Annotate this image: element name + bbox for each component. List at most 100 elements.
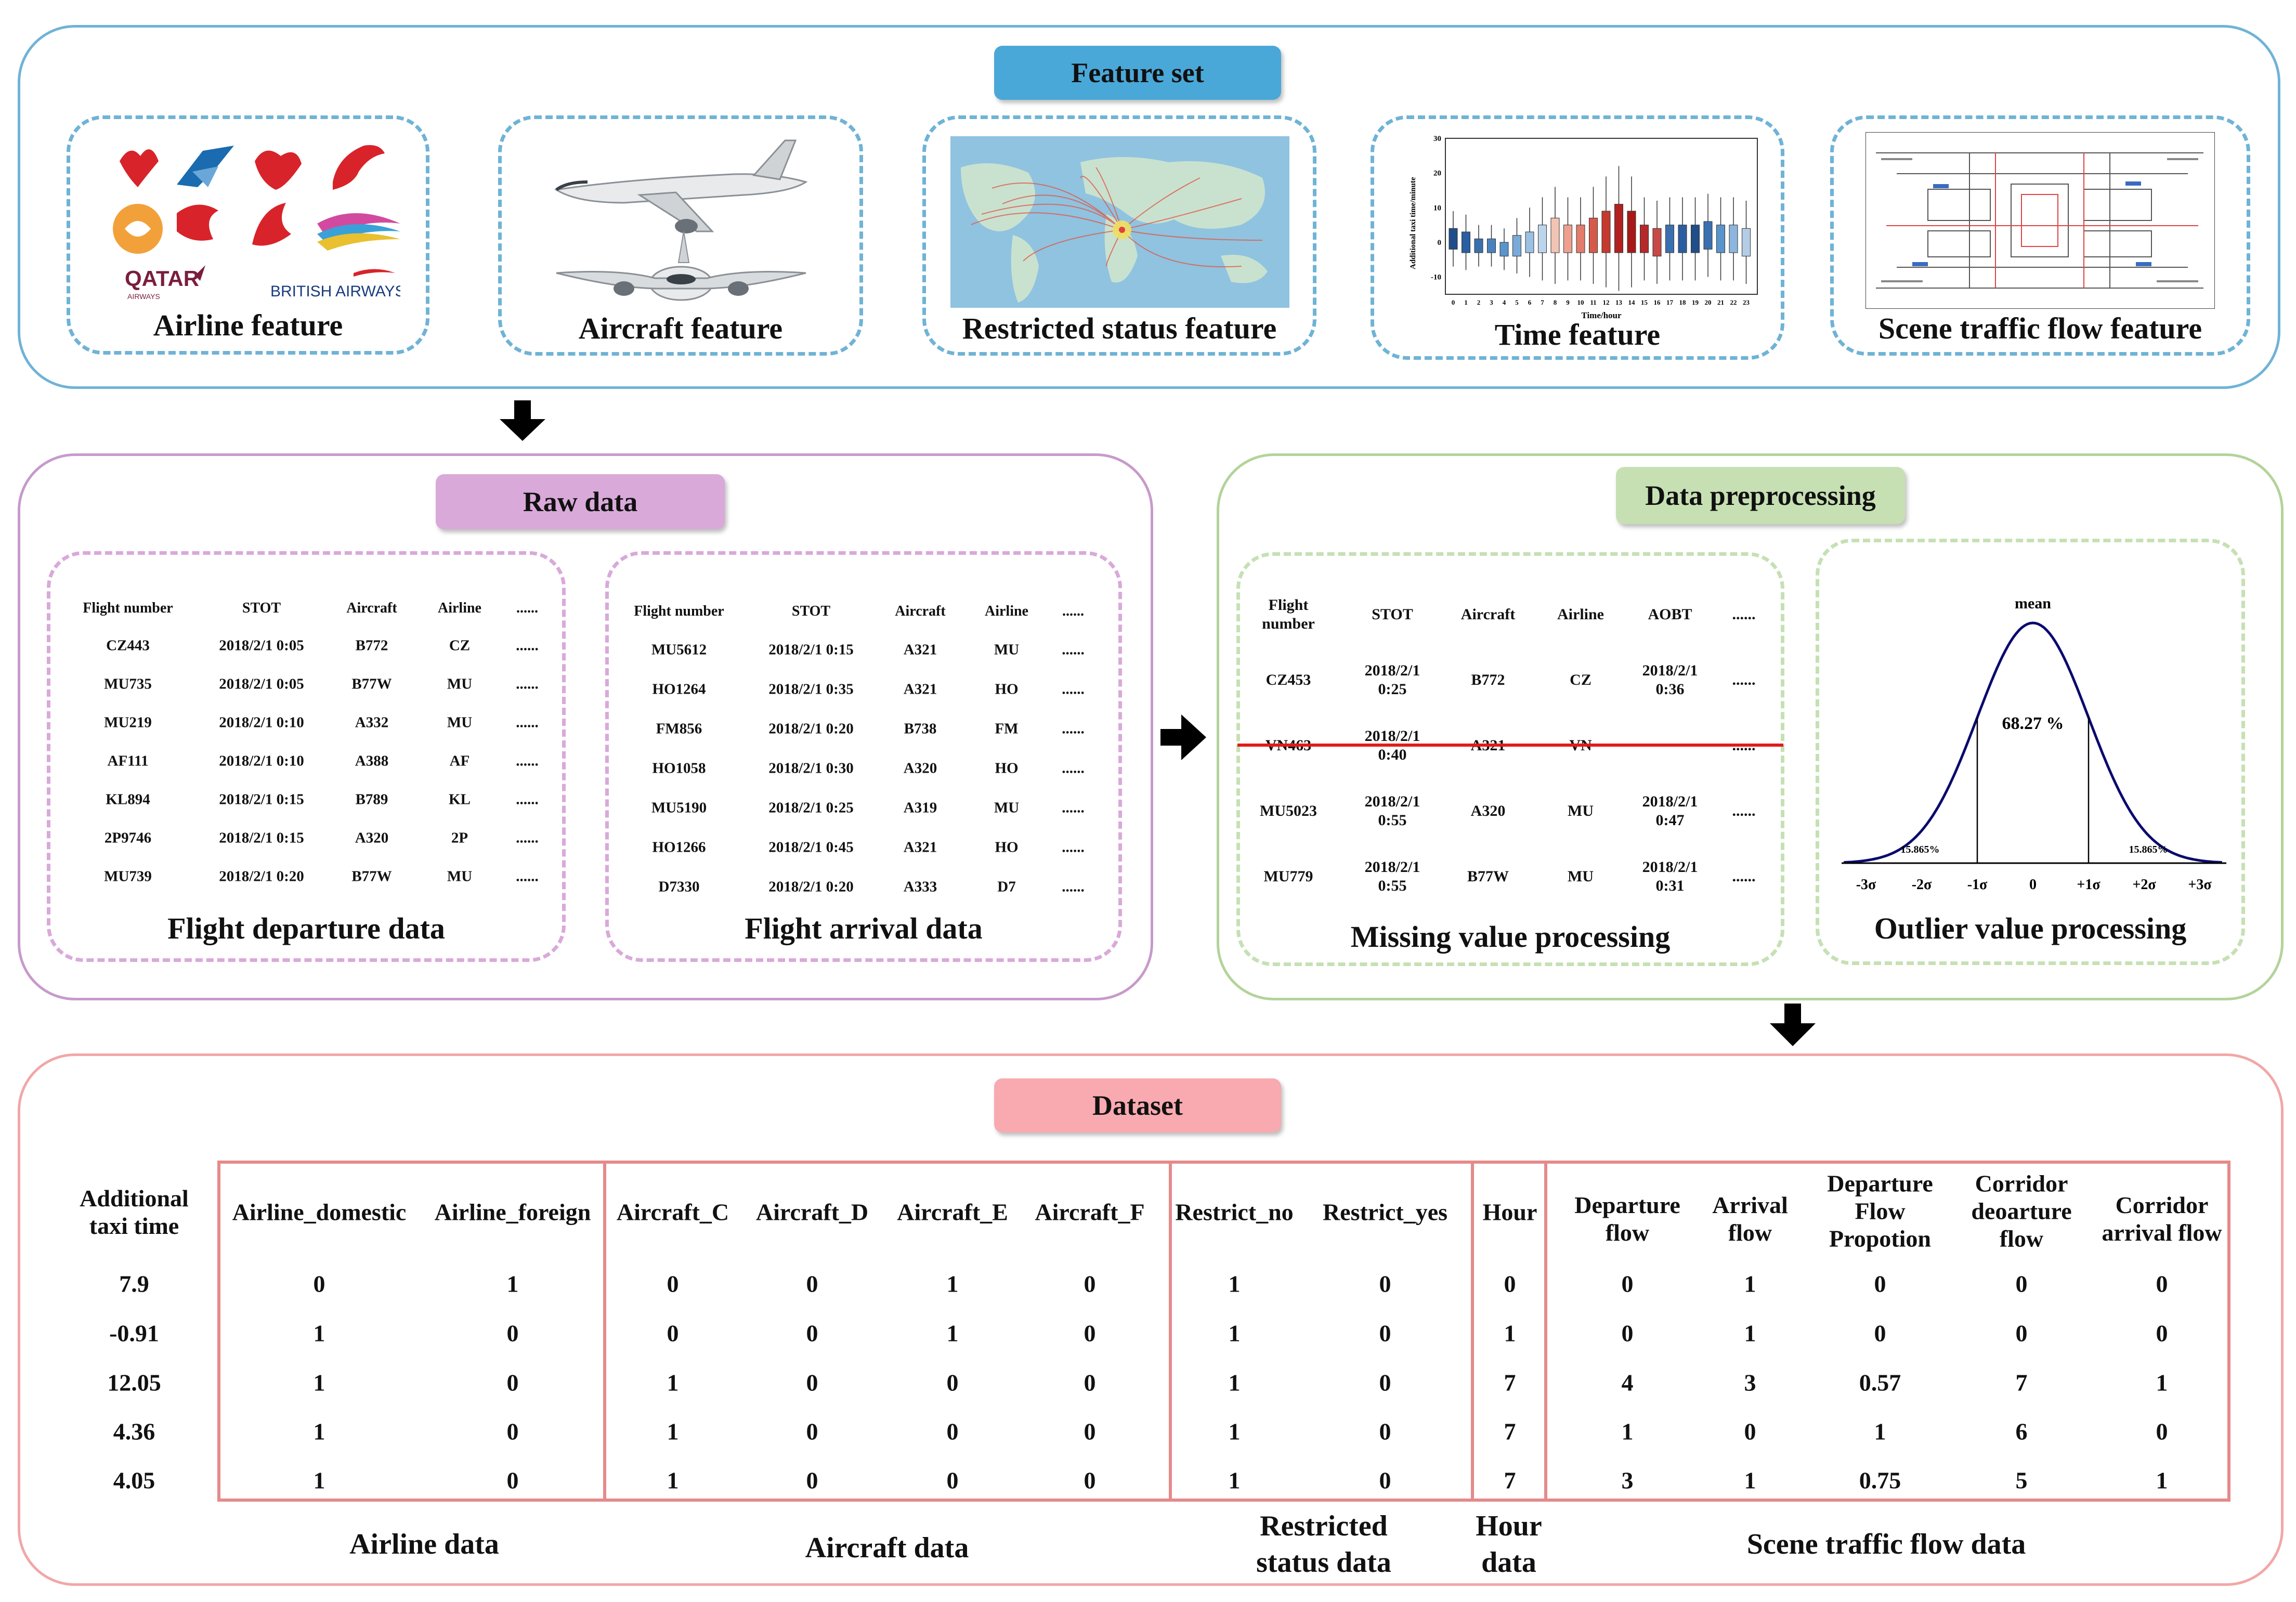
time-chart-xtick: 21 [1717,298,1724,306]
time-chart-xtick: 3 [1490,298,1493,306]
dataset-cell: 0 [313,1270,325,1297]
table-cell: 2018/2/1 0:25 [768,799,854,816]
missing-row-strikethrough [1237,744,1783,747]
table-cell: KL [449,791,471,808]
time-feature-card [1371,115,1784,360]
table-header-cell: AOBT [1648,606,1692,623]
time-chart-xtick: 15 [1641,298,1648,306]
table-cell: D7 [997,878,1016,895]
missing-value-card [1236,552,1784,966]
time-chart-xtick: 9 [1566,298,1570,306]
table-cell: MU5612 [651,641,707,658]
bell-curve [1844,621,2222,864]
dataset-table-frame [217,1161,2230,1502]
table-cell: ...... [1062,760,1085,777]
dataset-cell: 1 [2156,1467,2168,1494]
table-cell: B77W [351,868,392,885]
dataset-cell: 0 [806,1320,818,1347]
table-cell: HO [995,839,1019,856]
time-chart-ytick: 0 [1438,239,1442,247]
sigma-tick-label: +3σ [2188,877,2212,893]
table-header-cell: Airline [1557,606,1604,623]
dataset-cell: 1 [667,1369,679,1396]
sigma-tick-label: -1σ [1967,877,1988,893]
time-chart-box [1652,228,1662,257]
time-chart-box [1474,238,1483,253]
table-header-cell: ...... [1732,606,1756,623]
dataset-cell: 0 [506,1467,519,1494]
departure-data-caption: Flight departure data [167,911,445,945]
dataset-cell: 0 [1084,1369,1096,1396]
table-header-cell: STOT [242,600,281,617]
dataset-cell: 0 [1379,1270,1391,1297]
time-chart-xtick: 7 [1541,298,1544,306]
right-tail-percentage: 15.865% [2129,844,2168,855]
dataset-header: Dataset [994,1078,1281,1132]
dataset-cell: 0.75 [1859,1467,1901,1494]
qatar-logo-text: QATAR [125,266,199,291]
table-cell: FM [995,720,1019,737]
time-chart-xtick: 11 [1590,298,1596,306]
time-chart-xtick: 1 [1464,298,1468,306]
dataset-cell: 0 [946,1369,959,1396]
dataset-divider-1 [603,1161,606,1502]
table-cell: ...... [1062,878,1085,895]
mean-label: mean [2015,595,2051,612]
dataset-cell: 0 [1504,1270,1516,1297]
qatar-logo-sub: AIRWAYS [127,292,160,301]
dataset-cell: 1 [2156,1369,2168,1396]
dataset-cell: 0 [1874,1320,1886,1347]
arrow-down-to-raw-data-icon [500,400,545,441]
time-feature-caption: Time feature [1494,318,1661,351]
aircraft-images [554,139,808,301]
dataset-cell: 4 [1621,1369,1634,1396]
dataset-group-label: Aircraft data [805,1532,969,1564]
dataset-cell: 4.36 [113,1418,155,1445]
time-chart-xtick: 0 [1452,298,1455,306]
dataset-cell: 1 [313,1467,325,1494]
time-chart-box [1601,211,1611,253]
dataset-cell: 0 [806,1418,818,1445]
dataset-cell: 0 [806,1270,818,1297]
table-cell: 2018/2/1 0:20 [768,878,854,895]
outlier-value-card [1816,539,2245,965]
time-chart-box [1729,225,1738,253]
dataset-panel [18,1053,2284,1586]
table-cell: 2P9746 [104,829,152,846]
table-cell: A321 [903,681,937,698]
dataset-cell: 0 [506,1418,519,1445]
time-chart-box [1576,225,1585,253]
dataset-header-cell: Airline_domestic [232,1199,407,1226]
table-cell: 2018/2/1 0:15 [219,829,304,846]
dataset-cell: 7 [1504,1369,1516,1396]
dataset-cell: 0 [2156,1418,2168,1445]
table-cell: 2P [451,829,468,846]
time-chart-xtick: 18 [1679,298,1687,306]
table-cell: ...... [516,752,539,770]
time-chart-box [1499,242,1509,257]
time-chart-xtick: 16 [1654,298,1661,306]
table-cell: MU739 [104,868,152,885]
dataset-cell: 1 [1744,1467,1756,1494]
table-cell: A332 [355,714,389,731]
dataset-cell: 0 [1379,1467,1391,1494]
time-chart-ytick: 10 [1433,204,1441,212]
dataset-cell: 0 [946,1467,959,1494]
sigma-tick-label: -3σ [1856,877,1876,893]
table-cell: B772 [1471,671,1505,688]
raw-data-panel [18,453,1153,1000]
table-header-cell: Airline [438,600,481,617]
dataset-cell: 0 [506,1320,519,1347]
table-cell: B772 [355,637,388,654]
dataset-cell: 7 [2015,1369,2028,1396]
dataset-header-cell: Aircraft_E [897,1199,1008,1226]
dataset-cell: 0.57 [1859,1369,1901,1396]
table-header-cell: Aircraft [346,600,397,617]
sigma-tick-label: +1σ [2077,877,2101,893]
